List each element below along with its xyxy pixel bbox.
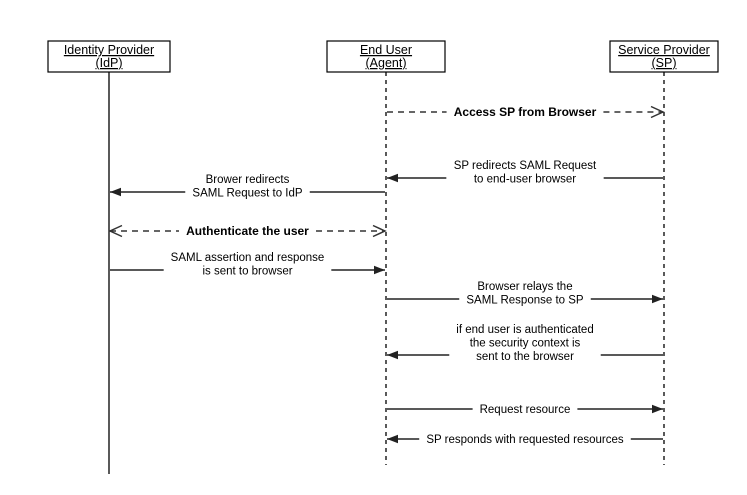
participants-layer: Identity Provider(IdP) End User(Agent) Ser… (47, 40, 719, 73)
message-label-line: Authenticate the user (186, 224, 309, 238)
message-label-line: SAML Request to IdP (192, 188, 302, 200)
participant-box-agent[interactable]: End User(Agent) (326, 40, 446, 73)
participant-rect-idp (47, 40, 171, 73)
message-label-line: SAML Response to SP (466, 295, 584, 307)
arrowhead-filled (652, 404, 663, 414)
arrowhead-open (650, 105, 665, 119)
participant-name-agent: End User (360, 43, 412, 57)
messages-layer: Access SP from Browser SP redirects SAML … (108, 105, 665, 446)
arrowhead-open (372, 224, 387, 238)
participant-abbrev-sp: (SP) (652, 56, 677, 70)
message-5[interactable]: SAML assertion and response is sent to br… (110, 252, 385, 278)
participant-abbrev-idp: (IdP) (95, 56, 122, 70)
message-label-line: SP responds with requested resources (426, 434, 624, 446)
participant-rect-agent (326, 40, 446, 73)
message-label-line: sent to the browser (476, 351, 574, 363)
participant-abbrev-agent: (Agent) (366, 56, 407, 70)
arrowhead-filled (652, 294, 663, 304)
message-label-line: the security context is (470, 338, 581, 350)
arrowhead-filled (387, 434, 398, 444)
participant-name-idp: Identity Provider (64, 43, 154, 57)
message-label-line: Request resource (480, 404, 571, 416)
message-1[interactable]: Access SP from Browser (387, 105, 665, 119)
participant-name-sp: Service Provider (618, 43, 710, 57)
message-label-line: is sent to browser (202, 266, 292, 278)
message-2[interactable]: SP redirects SAML Request to end-user bro… (387, 160, 663, 186)
arrowhead-filled (387, 350, 398, 360)
arrowhead-filled (387, 173, 398, 183)
message-label-line: Brower redirects (206, 174, 290, 186)
message-label-line: Access SP from Browser (454, 105, 597, 119)
message-label-line: SAML assertion and response (171, 252, 325, 264)
arrowhead-filled (110, 187, 121, 197)
participant-rect-sp (609, 40, 719, 73)
message-4[interactable]: Authenticate the user (108, 224, 387, 238)
arrowhead-open (108, 224, 123, 238)
participant-box-idp[interactable]: Identity Provider(IdP) (47, 40, 171, 73)
message-label-line: if end user is authenticated (456, 324, 593, 336)
participant-box-sp[interactable]: Service Provider(SP) (609, 40, 719, 73)
arrowhead-filled (374, 265, 385, 275)
message-8[interactable]: Request resource (387, 404, 663, 416)
message-label-line: Browser relays the (477, 281, 572, 293)
message-9[interactable]: SP responds with requested resources (387, 434, 663, 446)
lifelines-layer (108, 72, 665, 474)
message-label-line: to end-user browser (474, 174, 576, 186)
message-7[interactable]: if end user is authenticated the security… (387, 324, 663, 363)
message-label-line: SP redirects SAML Request (454, 160, 597, 172)
